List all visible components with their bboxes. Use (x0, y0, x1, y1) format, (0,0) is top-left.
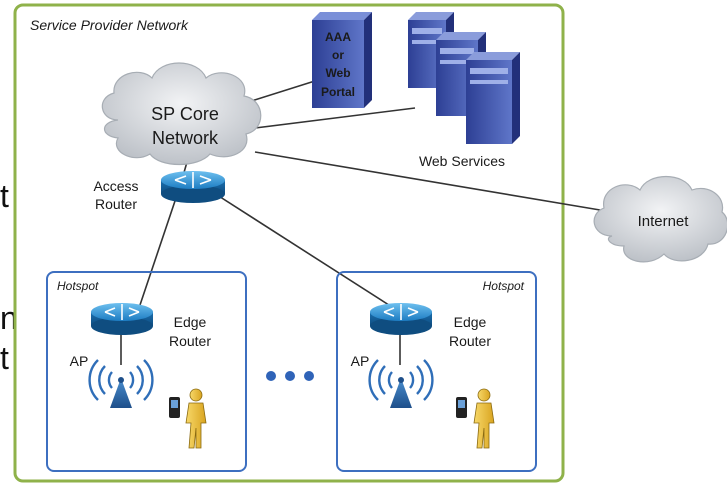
auth-server-line1: AAA (325, 30, 351, 44)
hotspot-left-label: Hotspot (57, 279, 99, 293)
auth-server-line3: Web (325, 66, 350, 80)
connection-lines (120, 79, 601, 365)
access-router-line1: Access (93, 178, 138, 194)
edge-router-right-line1: Edge (454, 314, 487, 330)
sp-core-cloud-icon (101, 62, 262, 165)
cropped-text-2: n (0, 300, 18, 336)
mobile-phone-left-icon (169, 397, 180, 418)
hotspot-right-frame (336, 271, 537, 472)
auth-server-line2: or (332, 48, 344, 62)
sp-core-label-line1: SP Core (151, 104, 219, 124)
edge-router-right-line2: Router (449, 333, 491, 349)
link-core-internet (254, 151, 601, 211)
internet-label: Internet (638, 213, 690, 230)
edge-router-left-line2: Router (169, 333, 211, 349)
more-hotspots-ellipsis (266, 371, 314, 381)
auth-portal-server-icon (312, 12, 372, 108)
ap-left-label: AP (70, 353, 89, 369)
link-core-auth (244, 79, 319, 104)
person-left-icon (185, 388, 207, 449)
access-router-line2: Router (95, 196, 137, 212)
mobile-phone-right-icon (456, 397, 467, 418)
service-provider-network-frame (13, 3, 565, 483)
access-router-icon (161, 171, 225, 203)
access-point-right-icon (368, 359, 434, 408)
edge-router-right-icon (370, 303, 432, 335)
edge-router-left-icon (91, 303, 153, 335)
ap-right-label: AP (351, 353, 370, 369)
cropped-text-3: t (0, 340, 9, 376)
hotspot-right-label: Hotspot (483, 279, 525, 293)
person-right-icon (473, 388, 495, 449)
edge-router-left-line1: Edge (174, 314, 207, 330)
access-point-left-icon (88, 359, 154, 408)
sp-core-label-line2: Network (152, 128, 219, 148)
auth-server-line4: Portal (321, 85, 355, 99)
hotspot-left-frame (46, 271, 247, 472)
network-label: Service Provider Network (30, 17, 189, 33)
link-access-edge-left (139, 197, 177, 306)
link-access-edge-right (213, 192, 393, 308)
web-services-label: Web Services (419, 153, 505, 169)
internet-cloud-icon (593, 176, 727, 263)
link-core-webservices (254, 107, 416, 129)
cropped-text-1: t (0, 178, 9, 214)
web-services-servers-icon (408, 12, 520, 144)
